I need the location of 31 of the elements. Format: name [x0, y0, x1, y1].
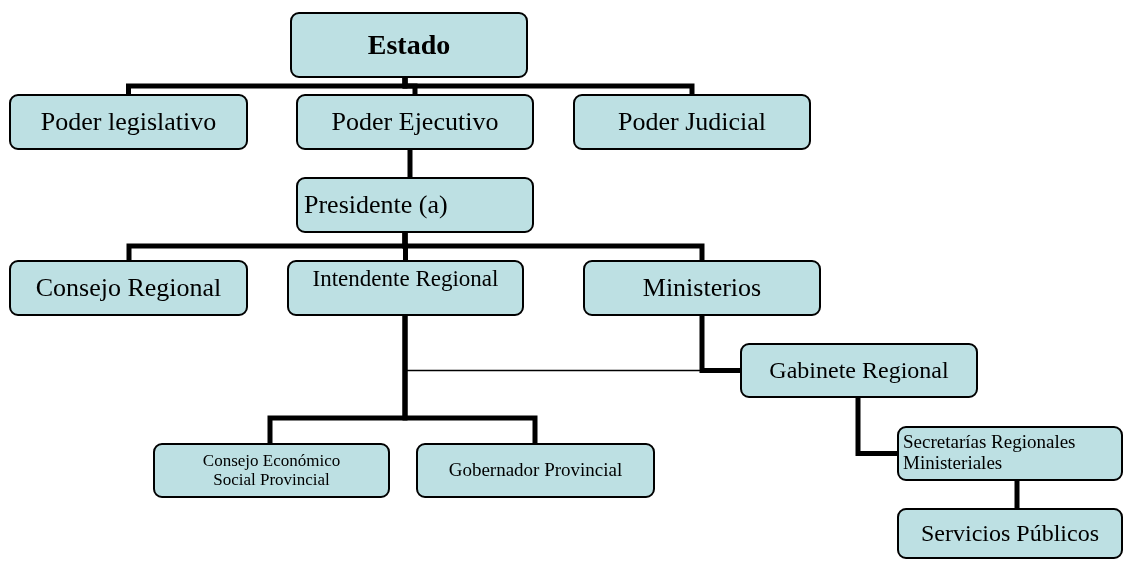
- org-box: [897, 508, 1123, 559]
- connector-line: [402, 313, 538, 446]
- connector-line: [407, 147, 413, 180]
- box-label: Poder Ejecutivo: [331, 107, 499, 137]
- box-label: Consejo Económico Social Provincial: [201, 451, 342, 490]
- org-box: [573, 94, 811, 150]
- box-label: Poder legislativo: [40, 107, 217, 137]
- org-box: [153, 443, 390, 498]
- connector-line: [1014, 478, 1020, 511]
- connector-line: [402, 230, 705, 263]
- org-box: [583, 260, 821, 316]
- box-label: Gabinete Regional: [769, 357, 949, 384]
- box-label: Ministerios: [642, 273, 762, 303]
- org-box: [416, 443, 655, 498]
- org-box: [296, 94, 534, 150]
- box-label: Servicios Públicos: [921, 520, 1099, 547]
- org-box: [897, 426, 1123, 481]
- box-label: Poder Judicial: [618, 107, 766, 137]
- org-box: [9, 260, 248, 316]
- org-box: [9, 94, 248, 150]
- org-box: [287, 260, 524, 316]
- box-label: Intendente Regional: [312, 266, 499, 292]
- box-label: Gobernador Provincial: [448, 460, 623, 481]
- org-box: [296, 177, 534, 233]
- box-label: Consejo Regional: [35, 273, 222, 303]
- org-box: [290, 12, 528, 78]
- box-label: Presidente (a): [304, 190, 448, 220]
- connector-line: [402, 75, 695, 97]
- box-label: Secretarías Regionales Ministeriales: [903, 432, 1077, 474]
- org-box: [740, 343, 978, 398]
- box-label: Estado: [367, 29, 451, 61]
